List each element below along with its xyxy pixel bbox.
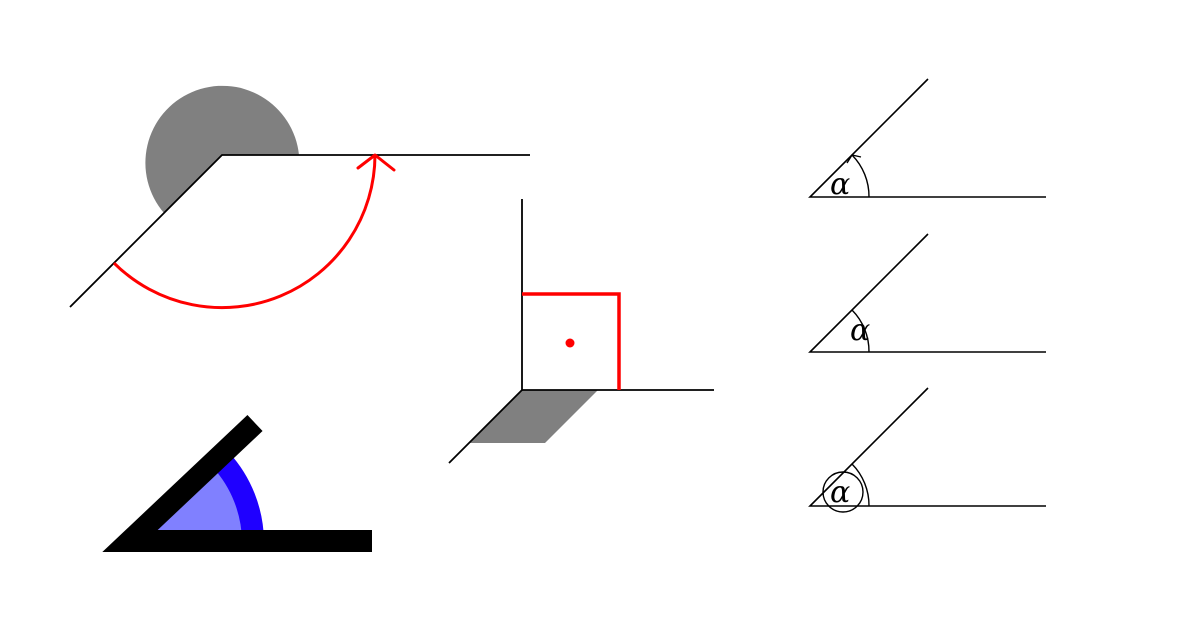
reflex-angle-figure xyxy=(69,85,530,310)
gray-disk-sector xyxy=(145,85,299,213)
alpha-label-2: α xyxy=(850,313,870,348)
arc-arrow-head xyxy=(846,154,862,164)
label-circle xyxy=(822,471,864,513)
alpha-label-1: α xyxy=(830,167,850,202)
alpha-label-3: α xyxy=(830,475,850,510)
red-dot xyxy=(565,338,575,348)
diagonal-side xyxy=(448,389,523,464)
alpha-angle-circled-figure: α xyxy=(808,387,1046,513)
alpha-angle-arc-figure: α xyxy=(808,233,1046,353)
right-angle-figure xyxy=(448,199,714,464)
angle-sides-1 xyxy=(808,78,1046,198)
angle-sides-3 xyxy=(808,387,1046,507)
angle-arc-3 xyxy=(851,463,870,507)
angle-arc-1 xyxy=(851,154,870,198)
alpha-angle-arrow-figure: α xyxy=(808,78,1046,202)
thick-angle-sides xyxy=(102,415,372,552)
reflex-angle-sides xyxy=(69,154,530,308)
gray-parallelogram xyxy=(470,390,598,443)
angle-arc-2 xyxy=(851,309,870,353)
red-right-angle-marker xyxy=(522,292,621,390)
thick-angle-figure xyxy=(102,415,372,552)
angle-sides-2 xyxy=(808,233,1046,353)
red-angle-arc xyxy=(112,154,377,310)
red-arrow-head xyxy=(356,153,396,172)
